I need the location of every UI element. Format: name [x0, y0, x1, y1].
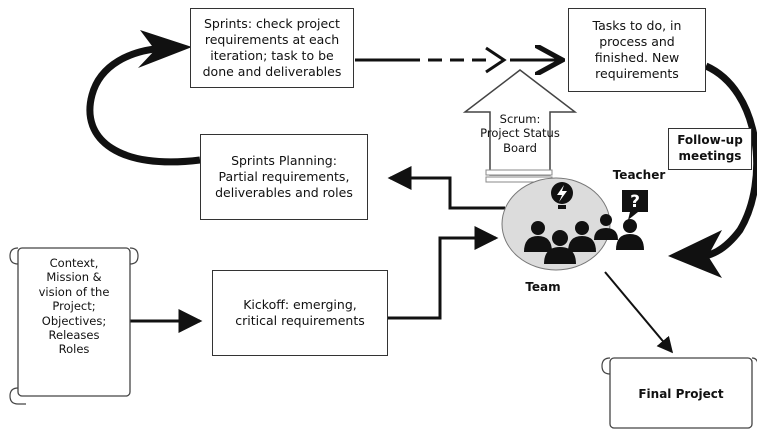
sprints-planning-text: Sprints Planning: Partial requirements, …: [215, 152, 353, 201]
tasks-box: Tasks to do, in process and finished. Ne…: [568, 8, 706, 92]
kickoff-text: Kickoff: emerging, critical requirements: [235, 296, 365, 328]
scrum-board-label: Scrum: Project Status Board: [480, 112, 560, 155]
right-cycle-arrow: [668, 62, 757, 278]
sprints-box: Sprints: check project requirements at e…: [190, 8, 354, 88]
svg-text:?: ?: [630, 192, 640, 212]
team-people-icon: [524, 221, 596, 264]
sprints-planning-box: Sprints Planning: Partial requirements, …: [200, 134, 368, 220]
sprints-to-tasks-arrow: [355, 48, 560, 72]
context-scroll-shape: [9, 247, 139, 405]
left-cycle-arrow: [86, 30, 201, 166]
final-project-label: Final Project: [638, 387, 724, 401]
teacher-label: Teacher: [612, 168, 666, 182]
question-mark-icon: ?: [622, 190, 648, 220]
follow-up-text: Follow-up meetings: [677, 133, 743, 163]
lightning-bulb-icon: [551, 182, 573, 209]
follow-up-box: Follow-up meetings: [668, 128, 752, 170]
context-label: Context, Mission & vision of the Project…: [38, 256, 110, 357]
teacher-icon: [594, 214, 644, 250]
team-to-final-arrow: [604, 271, 674, 354]
kickoff-to-team-arrow: [388, 226, 499, 320]
sprints-text: Sprints: check project requirements at e…: [202, 15, 342, 80]
kickoff-box: Kickoff: emerging, critical requirements: [212, 270, 388, 356]
team-label: Team: [525, 280, 561, 294]
team-to-planning-arrow: [387, 166, 505, 210]
tasks-text: Tasks to do, in process and finished. Ne…: [592, 17, 682, 82]
